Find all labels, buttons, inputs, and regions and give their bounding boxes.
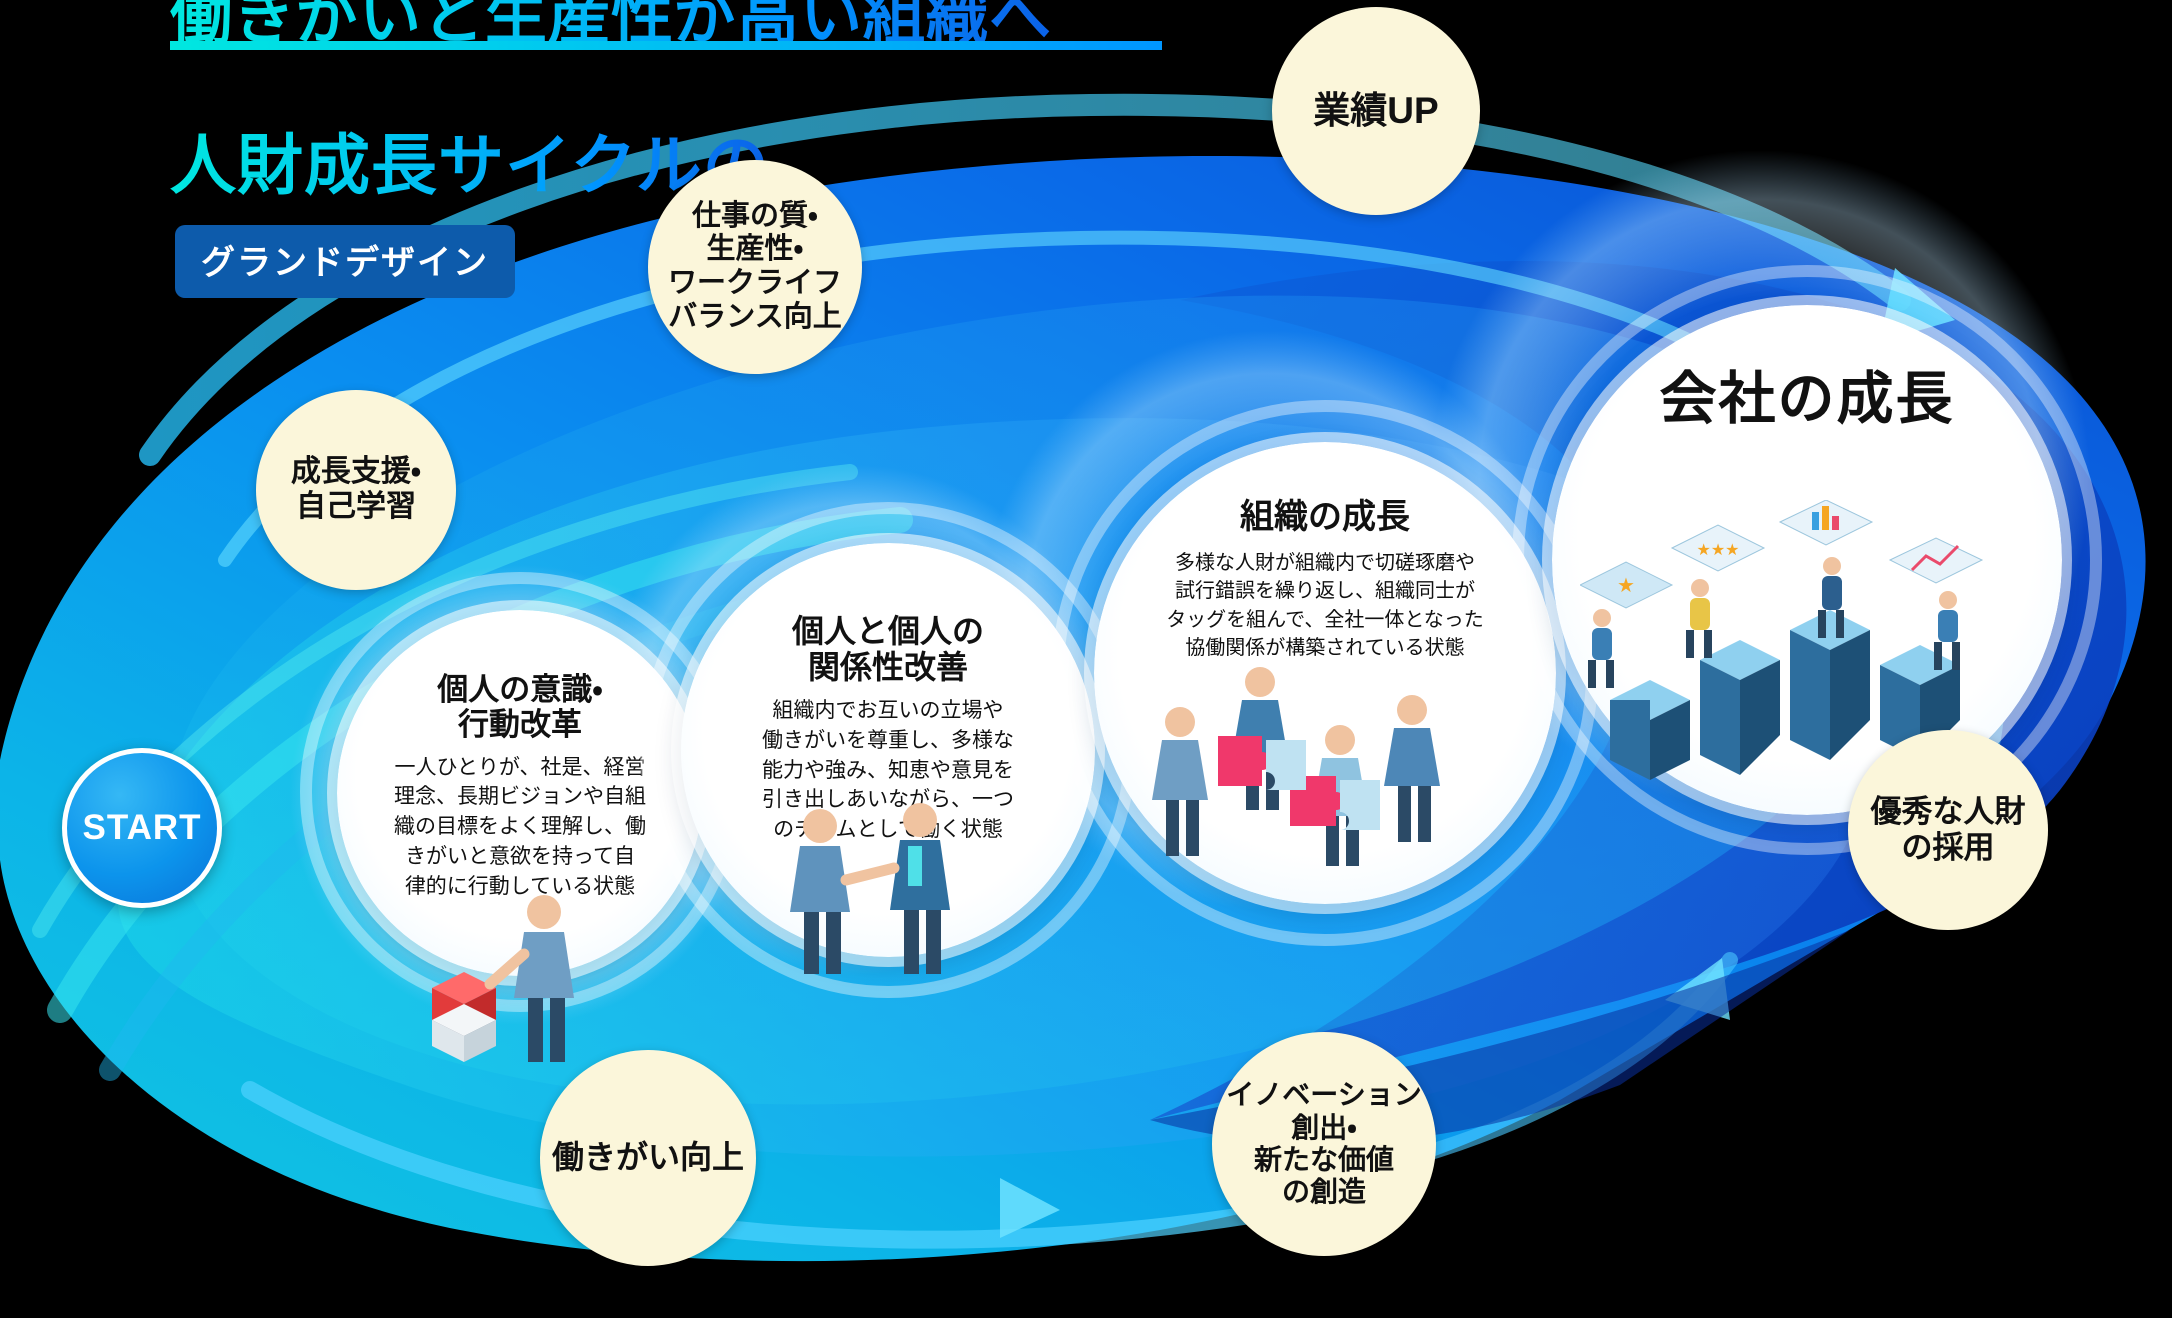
headline-secondary: 人財成長サイクルの <box>170 112 770 208</box>
headline-primary: 働きがいと生産性が高い組織へ <box>170 0 1163 56</box>
stage-3-body: 多様な人財が組織内で切磋琢磨や 試行錯誤を繰り返し、組織同士が タッグを組んで、… <box>1166 551 1484 659</box>
stage-1-title: 個人の意識・ 行動改革 <box>437 672 603 743</box>
grand-design-badge: グランドデザイン <box>175 225 515 298</box>
bubble-work-quality[interactable]: 仕事の質・ 生産性・ ワークライフ バランス向上 <box>648 160 862 374</box>
stage-3-circle[interactable]: 組織の成長 多様な人財が組織内で切磋琢磨や 試行錯誤を繰り返し、組織同士が タッ… <box>1094 442 1556 904</box>
bubble-engagement-label: 働きがい向上 <box>551 1139 744 1176</box>
start-node[interactable]: START <box>62 748 222 908</box>
stage-4-title: 会社の成長 <box>1659 367 1955 431</box>
bubble-work-quality-label: 仕事の質・ 生産性・ ワークライフ バランス向上 <box>667 199 842 333</box>
start-label: START <box>82 808 202 847</box>
stage-2-body: 組織内でお互いの立場や 働きがいを尊重し、多様な 能力や強み、知恵や意見を 引き… <box>762 698 1014 842</box>
stage-1-circle[interactable]: 個人の意識・ 行動改革 一人ひとりが、社是、経営 理念、長期ビジョンや自組 織の… <box>337 610 703 976</box>
bubble-growth-support[interactable]: 成長支援・ 自己学習 <box>256 390 456 590</box>
stage-1-body: 一人ひとりが、社是、経営 理念、長期ビジョンや自組 織の目標をよく理解し、働 き… <box>394 755 646 898</box>
bubble-growth-support-label: 成長支援・ 自己学習 <box>290 455 422 523</box>
bubble-innovation-label: イノベーション 創出・ 新たな価値 の創造 <box>1226 1079 1422 1208</box>
bubble-performance-up[interactable]: 業績UP <box>1272 7 1480 215</box>
stage-3-title: 組織の成長 <box>1240 498 1410 536</box>
bubble-performance-up-label: 業績UP <box>1313 89 1439 131</box>
bubble-innovation[interactable]: イノベーション 創出・ 新たな価値 の創造 <box>1212 1032 1436 1256</box>
bubble-engagement[interactable]: 働きがい向上 <box>540 1050 756 1266</box>
bubble-talent-hiring[interactable]: 優秀な人財 の採用 <box>1848 730 2048 930</box>
stage-2-title: 個人と個人の 関係性改善 <box>791 613 984 686</box>
bubble-talent-hiring-label: 優秀な人財 の採用 <box>1870 794 2026 865</box>
stage-2-circle[interactable]: 個人と個人の 関係性改善 組織内でお互いの立場や 働きがいを尊重し、多様な 能力… <box>681 543 1095 957</box>
